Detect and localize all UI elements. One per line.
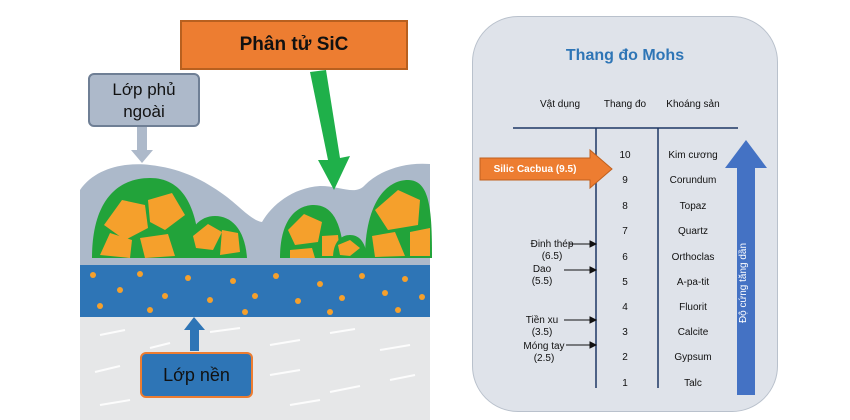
sic-molecule-callout: Phân tử SiC	[180, 20, 408, 70]
mineral-name: Gypsum	[674, 352, 712, 363]
arrowhead-steel-nail	[589, 240, 598, 248]
item-fingernail: Móng tay (2.5)	[522, 341, 566, 365]
mineral-name: Topaz	[679, 201, 707, 212]
mineral-name: Calcite	[677, 327, 709, 338]
base-layer-callout: Lớp nền	[140, 352, 253, 398]
item-knife: Dao (5.5)	[520, 264, 564, 288]
column-header-mineral: Khoáng sản	[666, 99, 720, 110]
sic-arrow	[310, 70, 350, 190]
item-hardness: (2.5)	[533, 353, 555, 364]
item-name: Dao	[532, 264, 552, 275]
scale-value: 2	[622, 352, 628, 363]
mohs-scale-panel	[472, 16, 778, 412]
mineral-name: Kim cương	[668, 150, 718, 161]
scale-value: 3	[622, 327, 628, 338]
item-hardness: (6.5)	[541, 251, 563, 262]
item-hardness: (5.5)	[531, 276, 553, 287]
item-steel-nail: Đinh thép (6.5)	[530, 239, 574, 263]
column-header-object: Vật dụng	[539, 99, 581, 110]
mineral-name: Orthoclas	[671, 252, 715, 263]
scale-value: 8	[622, 201, 628, 212]
mohs-title: Thang đo Mohs	[565, 47, 685, 64]
scale-value: 1	[622, 378, 628, 389]
substrate-region	[80, 317, 430, 420]
item-name: Đinh thép	[530, 239, 574, 250]
scale-value: 6	[622, 252, 628, 263]
scale-value: 5	[622, 277, 628, 288]
mineral-name: Quartz	[677, 226, 708, 237]
scale-value: 10	[619, 150, 631, 161]
sic-coating-diagram	[80, 70, 432, 420]
sic-hardness-label: Silic Cacbua (9.5)	[493, 163, 577, 175]
outer-coating-label-line1: Lớp phủ	[112, 80, 176, 99]
item-hardness: (3.5)	[531, 327, 553, 338]
item-coin: Tiền xu (3.5)	[520, 315, 564, 339]
item-name: Tiền xu	[525, 315, 559, 326]
scale-value: 7	[622, 226, 628, 237]
increasing-hardness-label: Độ cứng tăng dần	[738, 242, 749, 324]
base-arrow	[184, 317, 205, 351]
mineral-name: Fluorit	[679, 302, 707, 313]
coating-arrow	[131, 127, 153, 163]
mineral-name: Corundum	[669, 175, 717, 186]
arrowhead-coin	[589, 316, 598, 324]
scale-value: 4	[622, 302, 628, 313]
outer-coating-label-line2: ngoài	[123, 102, 165, 121]
arrowhead-knife	[589, 266, 598, 274]
mineral-name: A-pa-tit	[676, 277, 710, 288]
sic-grains	[92, 178, 432, 258]
arrowhead-fingernail	[589, 341, 598, 349]
outer-coating-callout: Lớp phủ ngoài	[88, 73, 200, 127]
sic-hardness-arrow	[479, 148, 613, 190]
base-layer-particles	[90, 271, 425, 315]
item-name: Móng tay	[523, 341, 565, 352]
increasing-hardness-arrow	[725, 140, 767, 395]
substrate-texture	[94, 327, 416, 406]
column-header-scale: Thang đo	[603, 99, 647, 110]
mineral-name: Talc	[684, 378, 702, 389]
scale-value: 9	[622, 175, 628, 186]
